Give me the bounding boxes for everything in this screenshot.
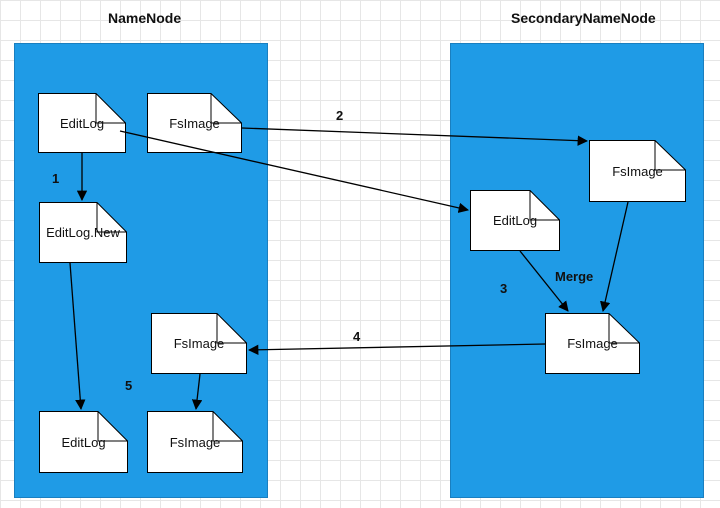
doc-label: EditLog xyxy=(59,115,105,131)
arrow-editlog-new-to-editlog xyxy=(69,262,86,411)
step-3-label: 3 xyxy=(500,281,508,296)
merge-label: Merge xyxy=(555,269,594,284)
arrow-editlog-to-secondary-editlog xyxy=(119,130,470,213)
arrow-merged-to-namenode-fsimage xyxy=(247,343,546,356)
arrow-secondary-editlog-to-merged xyxy=(519,250,569,312)
doc-label: FsImage xyxy=(173,336,225,351)
namenode-editlog-new-doc: EditLog.New xyxy=(39,202,127,263)
arrow-fsimage-new-to-fsimage-final xyxy=(191,373,203,411)
namenode-title: NameNode xyxy=(108,10,182,26)
doc-label: FsImage xyxy=(169,115,220,131)
namenode-fsimage-final-doc: FsImage xyxy=(147,411,243,473)
arrow-fsimage-to-secondary-fsimage xyxy=(241,127,589,146)
secondary-editlog-doc: EditLog xyxy=(470,190,560,251)
namenode-fsimage-doc: FsImage xyxy=(147,93,242,153)
doc-label: EditLog xyxy=(492,213,538,228)
namenode-fsimage-new-doc: FsImage xyxy=(151,313,247,374)
step-4-label: 4 xyxy=(353,329,361,344)
secondary-fsimage-doc: FsImage xyxy=(589,140,686,202)
secondary-namenode-panel xyxy=(450,43,704,498)
doc-label: EditLog xyxy=(61,434,106,450)
namenode-editlog-final-doc: EditLog xyxy=(39,411,128,473)
doc-label: FsImage xyxy=(567,336,618,351)
secondary-fsimage-merged-doc: FsImage xyxy=(545,313,640,374)
step-5-label: 5 xyxy=(125,378,133,393)
arrow-secondary-fsimage-to-merged xyxy=(600,201,629,313)
doc-label: FsImage xyxy=(612,163,663,179)
namenode-editlog-doc: EditLog xyxy=(38,93,126,153)
step-1-label: 1 xyxy=(52,171,60,186)
secondary-namenode-title: SecondaryNameNode xyxy=(511,10,656,26)
doc-label: FsImage xyxy=(169,434,221,450)
step-2-label: 2 xyxy=(336,108,344,123)
doc-label: EditLog.New xyxy=(46,225,120,240)
